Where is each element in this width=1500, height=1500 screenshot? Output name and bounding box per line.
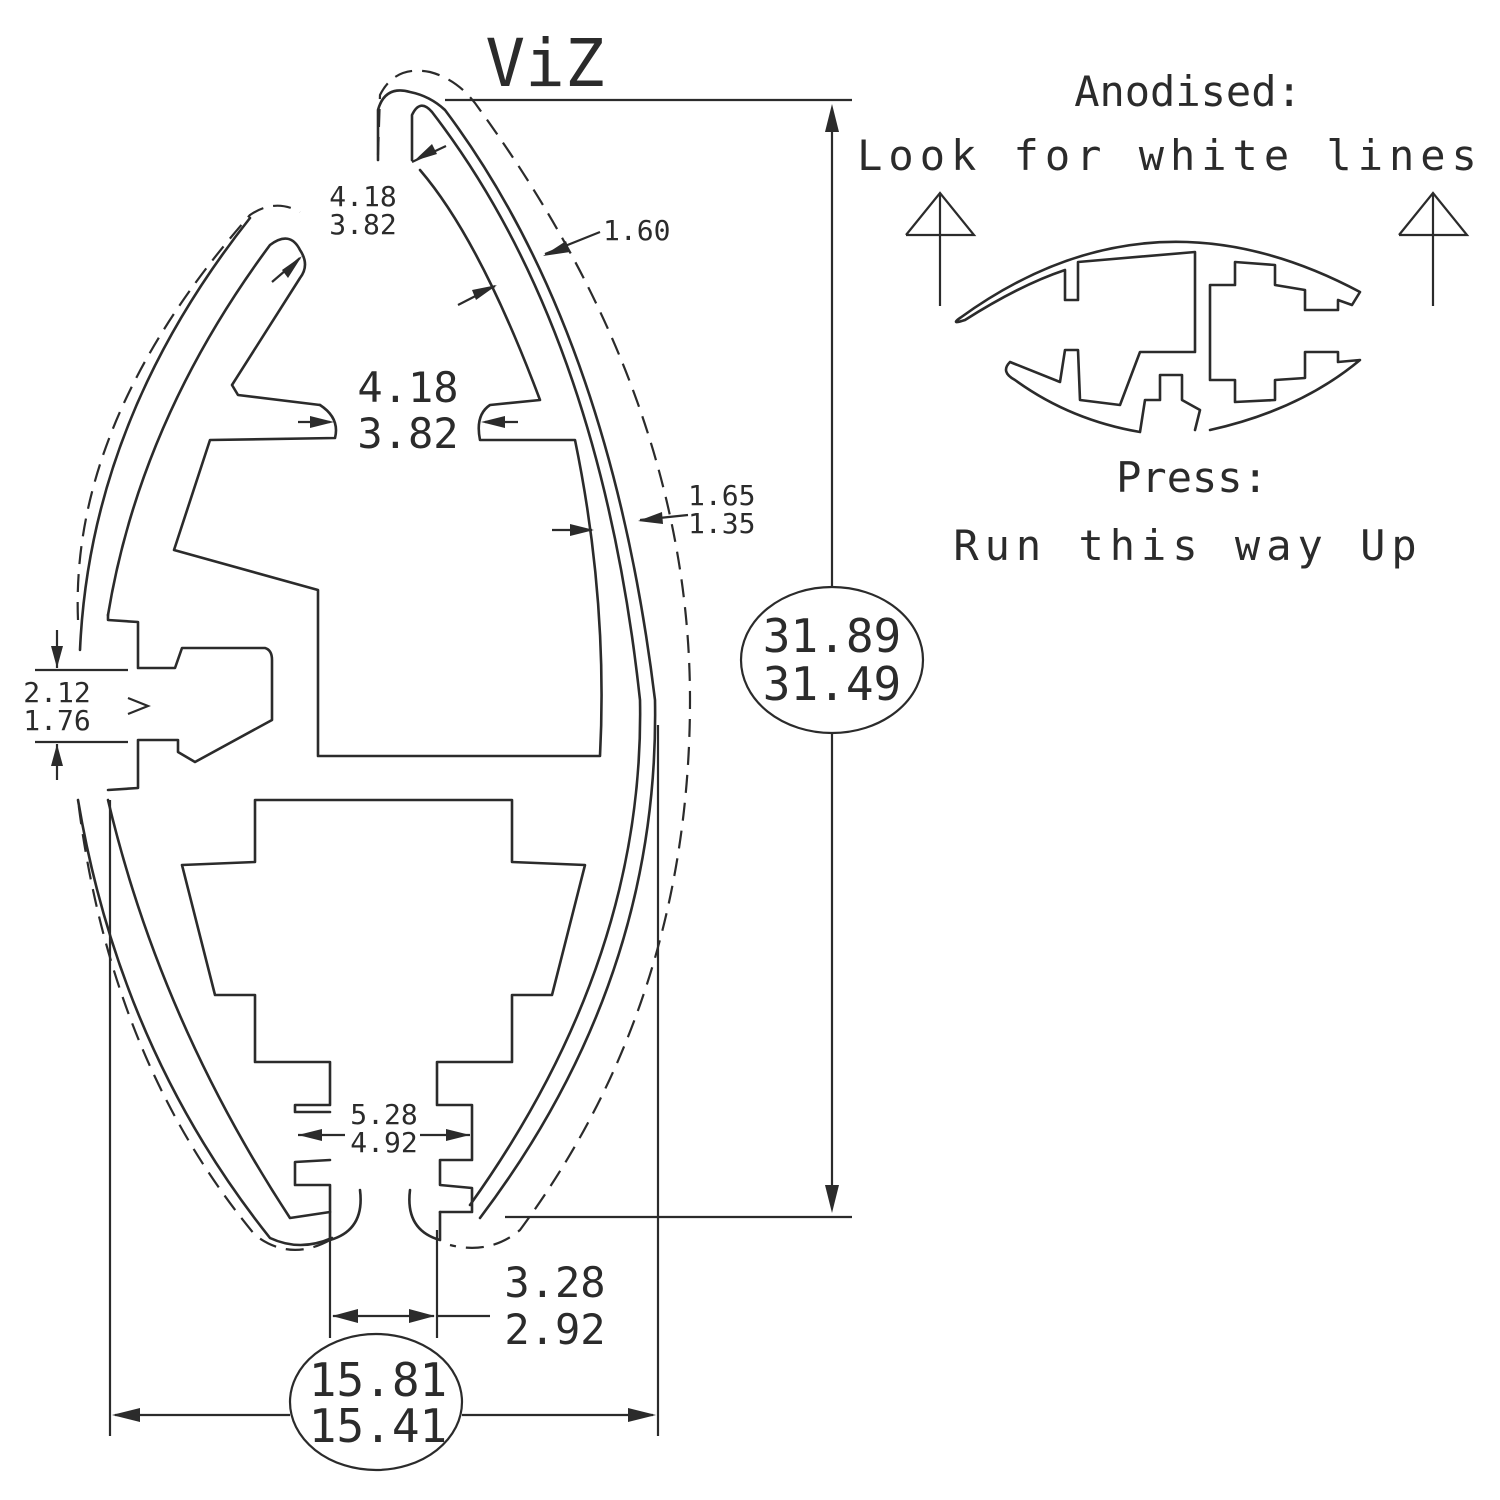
press-text: Run this way Up (953, 521, 1422, 570)
anodised-heading: Anodised: (1074, 67, 1302, 116)
side-slot-min-label: 1.76 (23, 704, 90, 737)
up-arrow-icon (905, 191, 977, 306)
wall-side-max-label: 1.65 (688, 479, 755, 512)
wall-side-min-label: 1.35 (688, 507, 755, 540)
outer-left-skin-lower (106, 798, 332, 1220)
lower-cavity (180, 798, 587, 1214)
side-slot (106, 613, 274, 792)
outer-right-skin (376, 89, 657, 1220)
slot-upper-max-label: 4.18 (357, 363, 458, 412)
tolerance-envelope (76, 69, 692, 1251)
side-slot-dimension: 2.12 1.76 (23, 630, 151, 780)
bottom-slot (328, 1188, 442, 1242)
slot-bottom-min-label: 2.92 (504, 1305, 605, 1354)
anodised-text: Look for white lines (857, 131, 1483, 180)
height-max-label: 31.89 (763, 609, 901, 663)
top-gap-dimension: 4.18 3.82 (271, 144, 447, 283)
width-max-label: 15.81 (309, 1353, 447, 1407)
top-gap-min-label: 3.82 (329, 208, 396, 241)
upper-slot-left (172, 168, 603, 758)
outer-left-skin-upper-outer (78, 216, 252, 652)
press-heading: Press: (1116, 453, 1268, 502)
orientation-notes: Anodised: Look for white lines Press: Ru… (857, 67, 1483, 570)
side-slot-max-label: 2.12 (23, 676, 90, 709)
slot-lower-min-label: 4.92 (350, 1126, 417, 1159)
slot-bottom-dimension: 3.28 2.92 (328, 1230, 606, 1354)
width-dimension: 15.81 15.41 (108, 725, 660, 1472)
wall-outer-label: 1.60 (603, 214, 670, 247)
slot-bottom-max-label: 3.28 (504, 1258, 605, 1307)
height-dimension: 31.89 31.49 (445, 98, 925, 1219)
slot-lower-max-label: 5.28 (350, 1098, 417, 1131)
wall-side-dimension: 1.65 1.35 (552, 479, 755, 540)
top-gap-max-label: 4.18 (329, 180, 396, 213)
wall-outer-dimension: 1.60 (457, 214, 670, 306)
outer-left-skin-upper (106, 237, 322, 617)
profile-sketch (954, 240, 1362, 434)
slot-upper-dimension: 4.18 3.82 (298, 363, 518, 458)
drawing-title: ViZ (485, 25, 604, 102)
up-arrow-icon (1398, 191, 1470, 306)
width-min-label: 15.41 (309, 1399, 447, 1453)
height-min-label: 31.49 (763, 657, 901, 711)
profile-outline (76, 89, 657, 1247)
outer-left-skin-lower-outer (76, 798, 334, 1247)
outer-right-skin-inner (410, 104, 642, 1207)
slot-lower-dimension: 5.28 4.92 (298, 1098, 470, 1159)
slot-upper-min-label: 3.82 (357, 409, 458, 458)
